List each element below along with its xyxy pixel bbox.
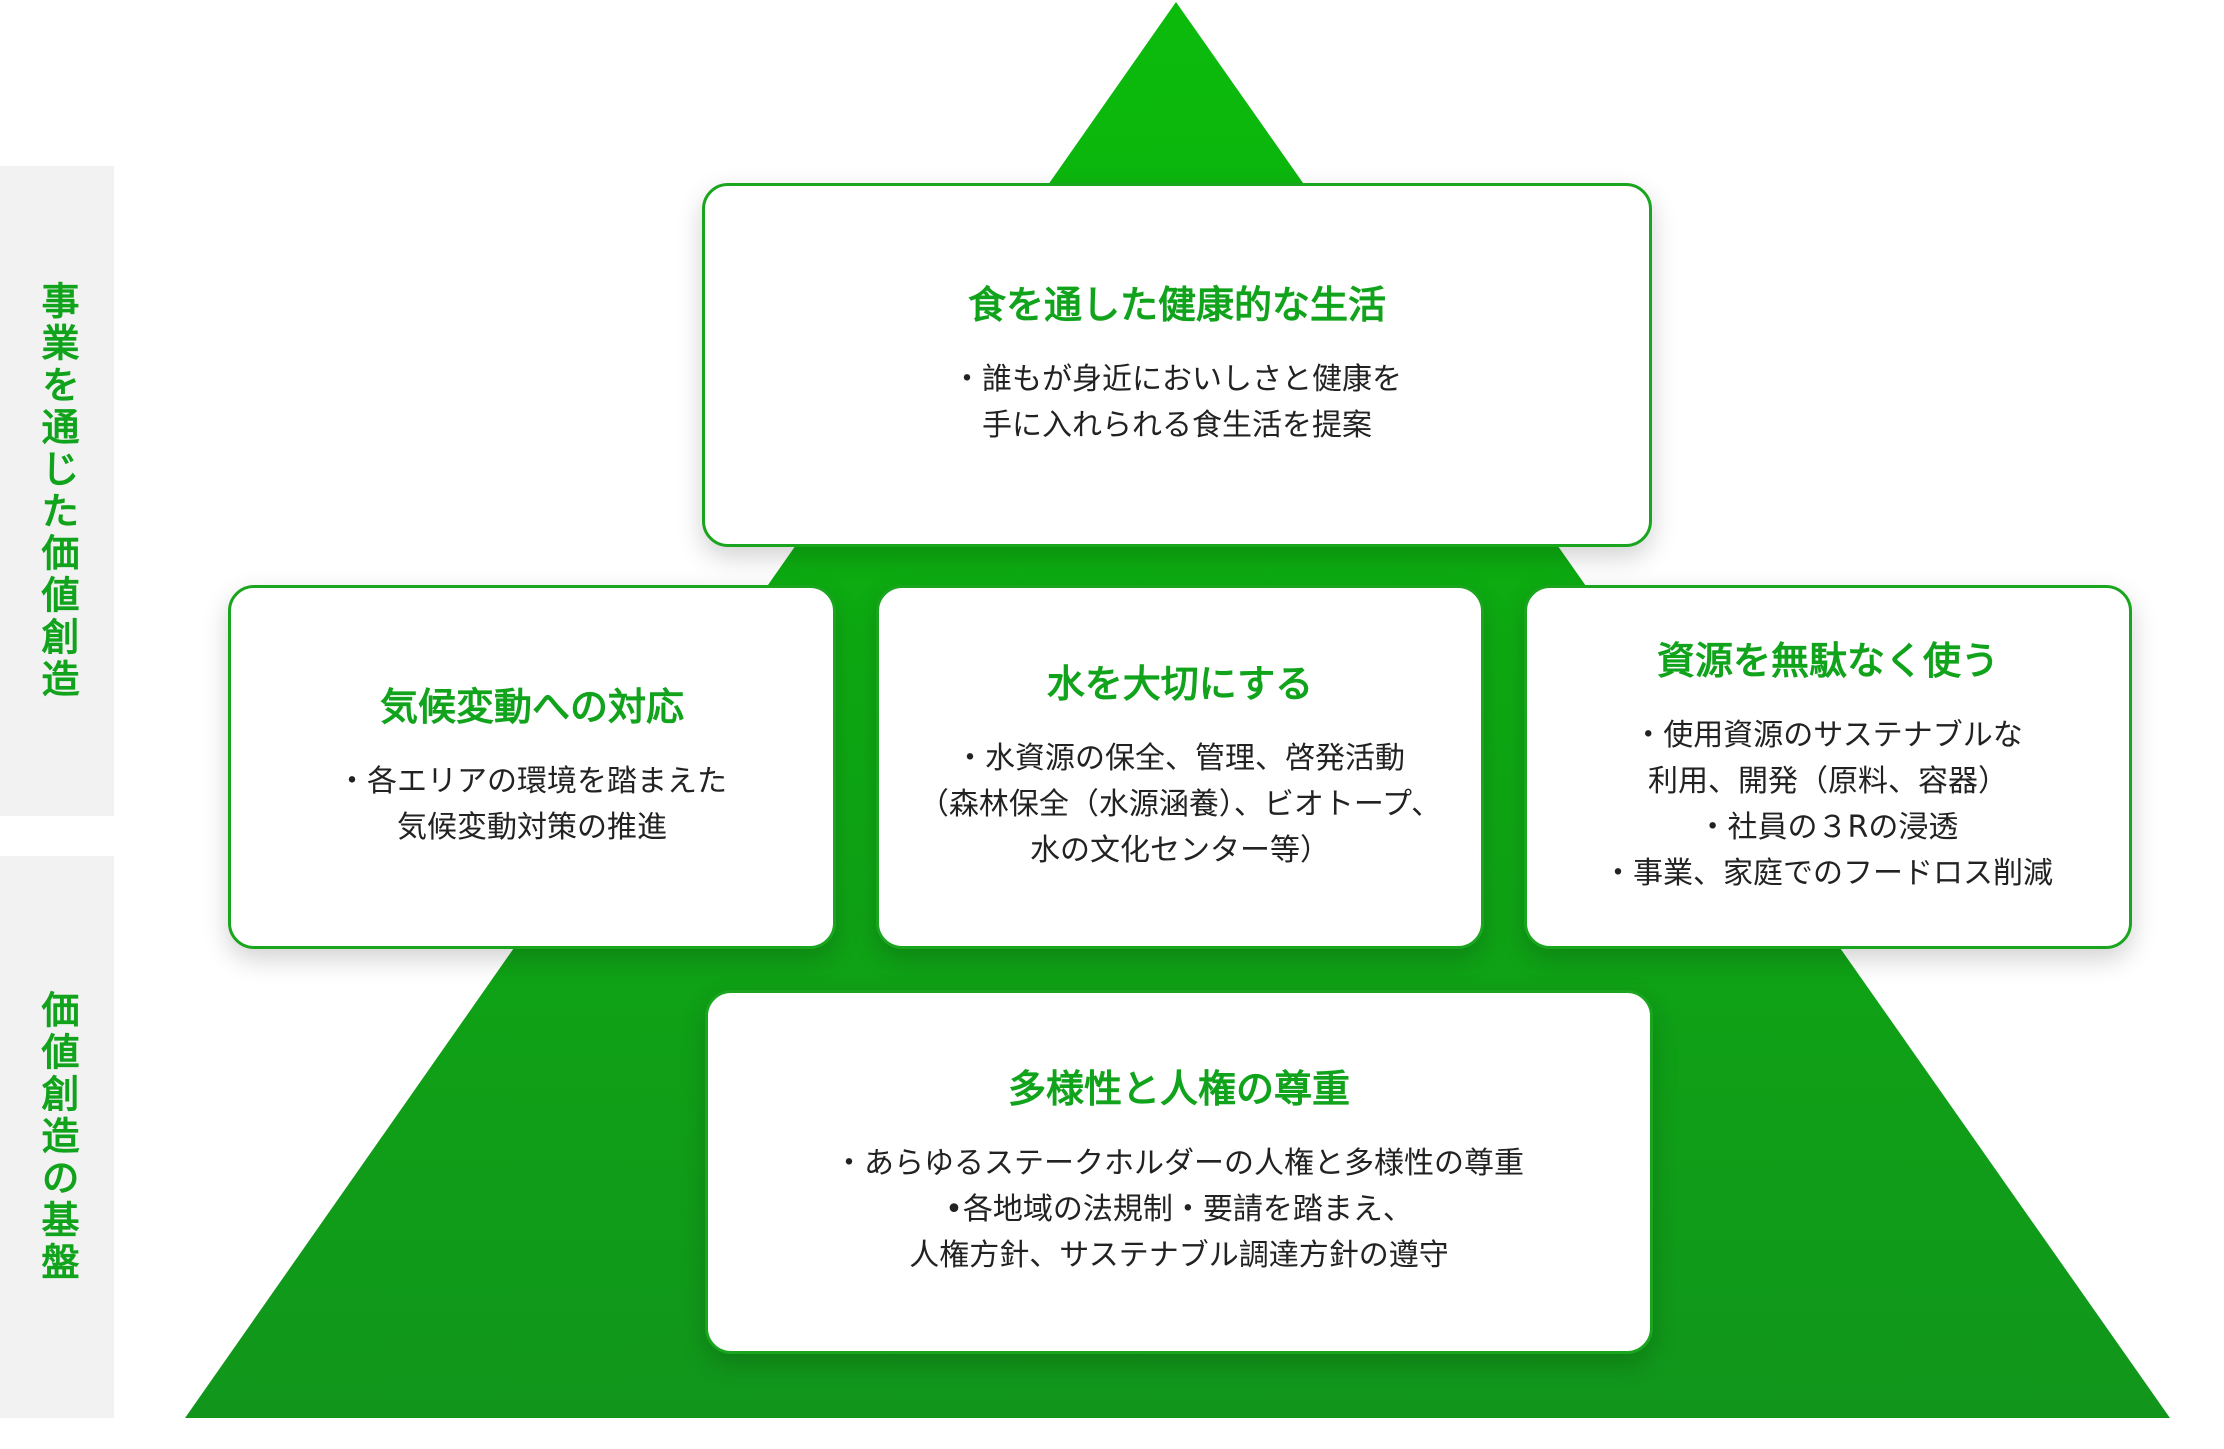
band-value-creation-through-business: 事業を通じた価値創造 (0, 166, 114, 816)
band-value-creation-foundation: 価値創造の基盤 (0, 856, 114, 1418)
card-climate-change: 気候変動への対応 ・各エリアの環境を踏まえた 気候変動対策の推進 (228, 585, 836, 949)
card-line: 手に入れられる食生活を提案 (982, 407, 1372, 443)
card-title: 水を大切にする (1046, 662, 1314, 707)
card-line: ・事業、家庭でのフードロス削減 (1603, 855, 2053, 891)
card-title: 資源を無駄なく使う (1656, 639, 1999, 684)
card-body: ・各エリアの環境を踏まえた 気候変動対策の推進 (337, 759, 727, 851)
card-line: •各地域の法規制・要請を踏まえ、 (945, 1191, 1413, 1227)
card-line: ・水資源の保全、管理、啓発活動 (955, 740, 1405, 776)
label-value-creation-foundation: 価値創造の基盤 (35, 990, 79, 1284)
card-line: ・誰もが身近においしさと健康を (952, 361, 1402, 397)
card-line: 利用、開発（原料、容器） (1648, 763, 2008, 799)
card-line: （森林保全（水源涵養）、ビオトープ、 (918, 786, 1442, 822)
card-body: ・あらゆるステークホルダーの人権と多様性の尊重 •各地域の法規制・要請を踏まえ、… (834, 1141, 1524, 1279)
card-line: ・各エリアの環境を踏まえた (337, 763, 727, 799)
card-line: 人権方針、サステナブル調達方針の遵守 (909, 1237, 1449, 1273)
card-resources: 資源を無駄なく使う ・使用資源のサステナブルな 利用、開発（原料、容器） ・社員… (1524, 585, 2132, 949)
card-line: ・あらゆるステークホルダーの人権と多様性の尊重 (834, 1145, 1524, 1181)
label-value-creation-through-business: 事業を通じた価値創造 (35, 281, 79, 701)
card-body: ・誰もが身近においしさと健康を 手に入れられる食生活を提案 (952, 357, 1402, 449)
card-body: ・使用資源のサステナブルな 利用、開発（原料、容器） ・社員の３Rの浸透 ・事業… (1603, 713, 2053, 897)
card-diversity-human-rights: 多様性と人権の尊重 ・あらゆるステークホルダーの人権と多様性の尊重 •各地域の法… (705, 990, 1653, 1354)
card-healthy-living: 食を通した健康的な生活 ・誰もが身近においしさと健康を 手に入れられる食生活を提… (702, 183, 1652, 547)
card-line: 水の文化センター等） (1030, 832, 1330, 868)
card-title: 食を通した健康的な生活 (967, 283, 1386, 328)
card-line: 気候変動対策の推進 (397, 809, 667, 845)
card-line: ・使用資源のサステナブルな (1633, 717, 2023, 753)
card-line: ・社員の３Rの浸透 (1697, 809, 1959, 845)
card-body: ・水資源の保全、管理、啓発活動 （森林保全（水源涵養）、ビオトープ、 水の文化セ… (919, 736, 1441, 874)
card-title: 気候変動への対応 (379, 685, 684, 730)
card-water: 水を大切にする ・水資源の保全、管理、啓発活動 （森林保全（水源涵養）、ビオトー… (876, 585, 1484, 949)
card-title: 多様性と人権の尊重 (1007, 1067, 1350, 1112)
